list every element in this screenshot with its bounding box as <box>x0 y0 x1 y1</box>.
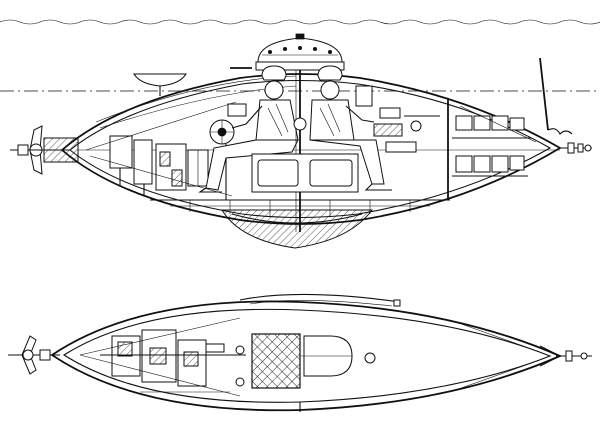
bow-tip <box>560 142 592 154</box>
control-wheel <box>209 103 247 200</box>
stern-propeller <box>10 125 70 175</box>
water-surface-line <box>0 19 600 25</box>
forward-tanks <box>452 115 532 177</box>
hull-outer <box>60 73 562 225</box>
bow-mast <box>539 57 549 131</box>
plan-view <box>8 293 592 412</box>
side-section-view <box>0 19 600 249</box>
ventilator-bowl <box>133 73 187 87</box>
plan-bow-tip <box>556 350 592 362</box>
plan-machinery <box>100 329 246 393</box>
crewman-rear <box>198 65 299 193</box>
engine-machinery <box>109 135 209 196</box>
plan-propeller <box>8 335 60 375</box>
central-column <box>293 70 307 232</box>
crewman-front <box>309 65 392 191</box>
floor-ribs <box>189 200 411 216</box>
battery-box <box>251 153 359 193</box>
plan-hull-inner <box>62 308 552 403</box>
plan-porthole <box>364 352 376 364</box>
dome-studs <box>267 46 332 55</box>
stern-bearing <box>43 137 79 163</box>
hull-inner <box>69 79 552 219</box>
plan-grating <box>251 333 301 389</box>
forward-instruments <box>355 85 440 153</box>
ballast-keel <box>221 209 373 249</box>
